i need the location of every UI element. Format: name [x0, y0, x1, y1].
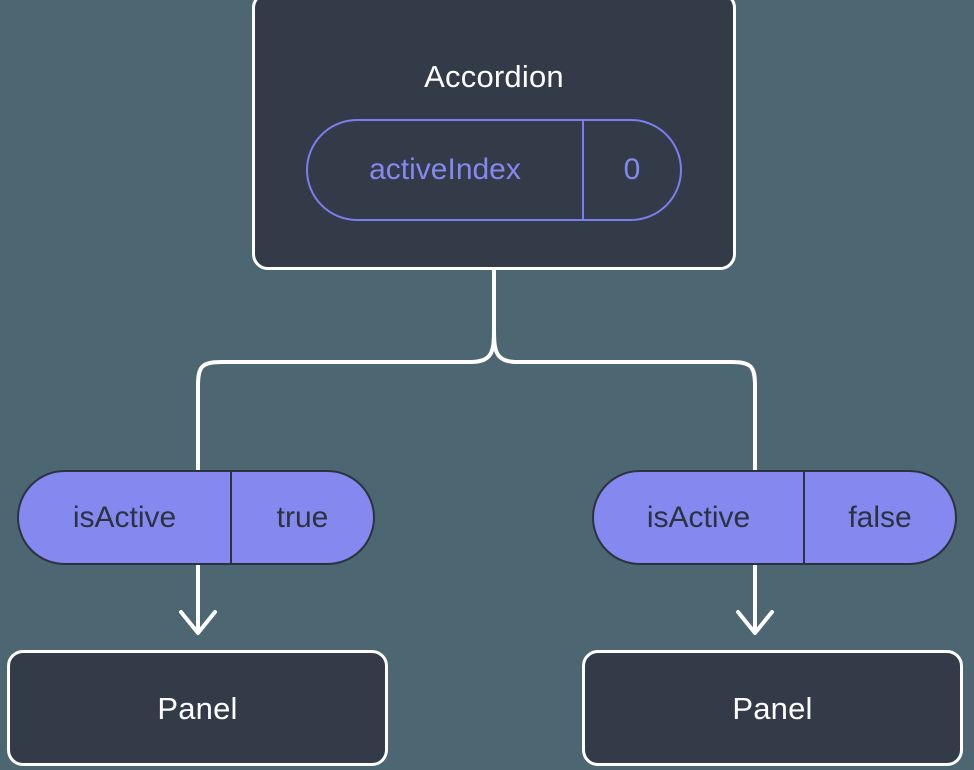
state-pill-value: 0	[623, 153, 641, 186]
prop-pill-is-active-false[interactable]: isActive false	[592, 470, 957, 565]
node-accordion-title: Accordion	[424, 59, 564, 94]
prop-pill-value: true	[276, 500, 329, 534]
prop-pill-key: isActive	[594, 472, 805, 563]
prop-pill-is-active-true[interactable]: isActive true	[17, 470, 375, 565]
node-panel-right-title: Panel	[732, 690, 813, 726]
node-panel-left[interactable]: Panel	[7, 650, 388, 766]
state-pill-active-index[interactable]: activeIndex 0	[306, 119, 682, 221]
node-panel-left-title: Panel	[157, 690, 238, 726]
state-pill-key: activeIndex	[308, 121, 584, 219]
node-panel-right[interactable]: Panel	[582, 650, 963, 766]
arrowhead-right-icon	[736, 610, 774, 635]
prop-pill-key: isActive	[19, 472, 232, 563]
edge-fork-accordion-to-props	[196, 268, 757, 472]
arrowhead-left-icon	[179, 610, 217, 635]
prop-pill-value: false	[848, 500, 912, 534]
